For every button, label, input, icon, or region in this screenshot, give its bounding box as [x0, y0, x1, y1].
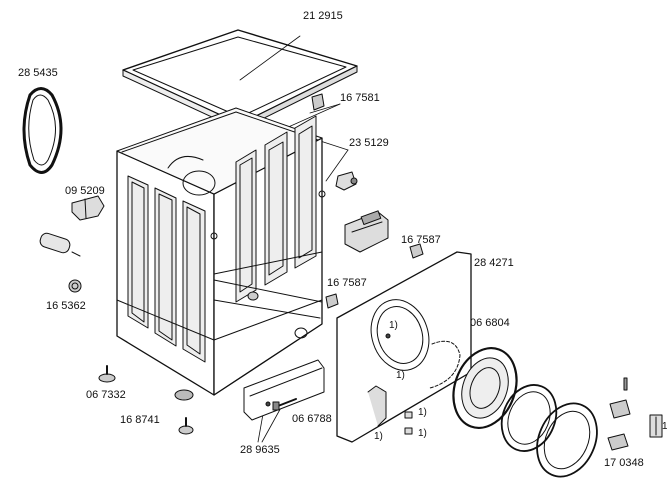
part-number-label: 16 5362	[46, 300, 86, 312]
part-number-label: 28 9635	[240, 444, 280, 456]
door-frame-part	[536, 402, 598, 478]
part-number-label: 23 5129	[349, 137, 389, 149]
footnote-marker: 1)	[418, 428, 427, 439]
footnote-marker: 1)	[389, 320, 398, 331]
door-ring-part	[500, 384, 558, 452]
hinge-23-5129-part	[335, 171, 358, 191]
foot-16-8741-part	[174, 389, 194, 435]
part-number-label: 16 7581	[340, 92, 380, 104]
drive-belt-part	[22, 87, 63, 174]
part-number-label: 06 6788	[292, 413, 332, 425]
part-number-label: 16 7587	[327, 277, 367, 289]
footnote-marker: 1)	[396, 370, 405, 381]
screw-06-6788-part	[272, 398, 297, 411]
clip-16-7581-part	[311, 93, 325, 111]
top-cover-part	[122, 29, 358, 131]
part-number-label: 06 7332	[86, 389, 126, 401]
part-number-label: 09 5209	[65, 185, 105, 197]
part-number-label: 16 8741	[120, 414, 160, 426]
edge-marker: 1	[662, 421, 667, 432]
part-number-label: 21 2915	[303, 10, 343, 22]
clip-16-7587-part	[325, 243, 424, 309]
part-number-label: 28 5435	[18, 67, 58, 79]
foot-06-7332-part	[98, 365, 116, 383]
door-lock-part	[344, 210, 389, 253]
cap-16-5362-part	[68, 279, 82, 293]
part-number-label: 06 6804	[470, 317, 510, 329]
kickplate-part	[243, 359, 325, 421]
part-number-label: 17 0348	[604, 457, 644, 469]
cabinet-frame-part	[116, 107, 326, 396]
door-seal-part	[452, 347, 518, 429]
capacitor-part	[39, 232, 81, 257]
clip-09-5209-part	[71, 195, 105, 221]
door-hinge-parts	[607, 377, 663, 451]
front-panel-part	[336, 251, 472, 443]
footnote-marker: 1)	[374, 431, 383, 442]
footnote-marker: 1)	[418, 407, 427, 418]
part-number-label: 16 7587	[401, 234, 441, 246]
part-number-label: 28 4271	[474, 257, 514, 269]
